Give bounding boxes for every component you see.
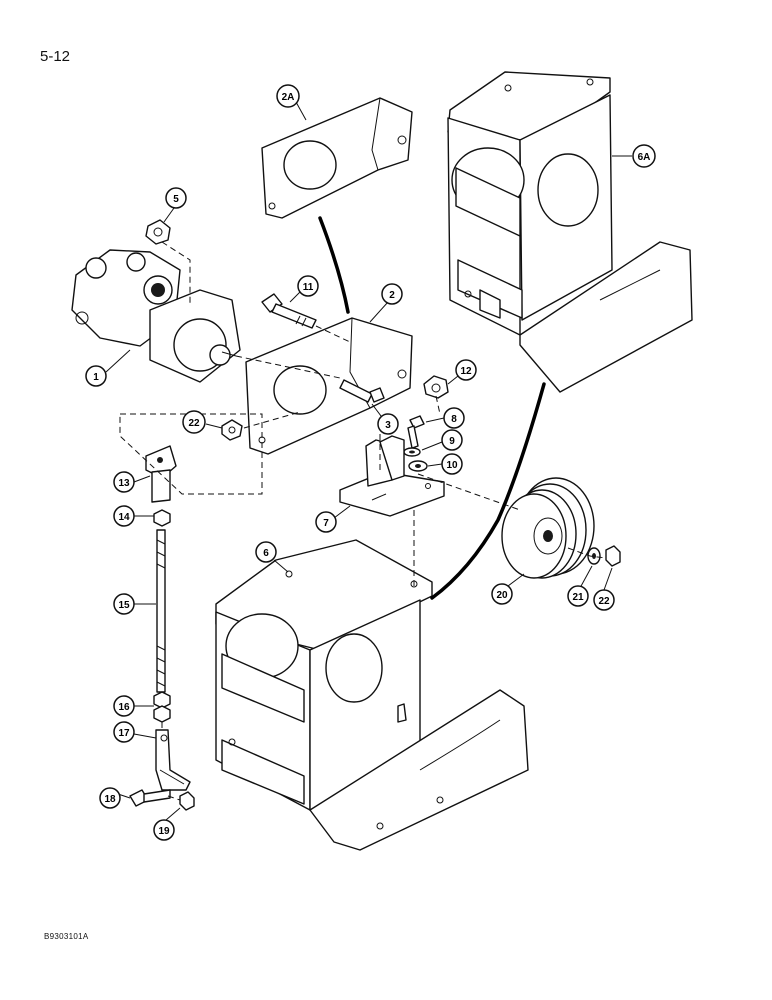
svg-text:22: 22 [598,596,610,607]
nut-5 [145,219,171,245]
svg-text:8: 8 [451,414,457,425]
svg-text:2: 2 [389,290,395,301]
svg-text:6A: 6A [638,152,651,163]
nut-12 [423,375,449,399]
callout-6a: 6A [612,144,656,168]
nut-19 [179,791,195,811]
bolt-11 [261,293,317,329]
callout-20: 20 [491,573,525,605]
callout-17: 17 [113,721,157,743]
callout-13: 13 [113,471,151,493]
svg-text:7: 7 [323,518,329,529]
callout-16: 16 [113,695,154,717]
callout-5: 5 [163,187,187,223]
svg-text:12: 12 [460,366,472,377]
callouts: 1 2 2A 3 5 6 6A 7 8 9 10 11 12 13 14 15 … [85,84,656,841]
bolt-8 [407,415,425,449]
page-number: 5-12 [40,48,71,65]
callout-21: 21 [567,565,593,607]
svg-text:17: 17 [118,728,130,739]
assembly-curves [318,216,546,600]
callout-19: 19 [153,807,181,841]
housing-6 [215,539,529,851]
callout-7: 7 [315,505,351,533]
bolt-18 [129,789,171,807]
nuts-16 [153,691,171,723]
bracket-2 [245,317,413,455]
svg-text:18: 18 [104,794,116,805]
callout-14: 14 [113,505,154,527]
svg-text:6: 6 [263,548,269,559]
nut-14 [153,509,171,527]
svg-text:2A: 2A [282,92,295,103]
svg-text:16: 16 [118,702,130,713]
svg-text:21: 21 [572,592,584,603]
callout-1: 1 [85,349,131,387]
callout-8: 8 [425,407,465,429]
washer-21 [587,547,601,565]
figure-code: B9303101A [44,932,89,941]
callout-9: 9 [421,429,463,451]
callout-18: 18 [99,787,131,809]
svg-text:5: 5 [173,194,179,205]
callout-2: 2 [369,283,403,323]
svg-text:22: 22 [188,418,200,429]
callout-6: 6 [255,541,289,573]
housing-6a [447,71,693,393]
callout-10: 10 [427,453,463,475]
svg-text:11: 11 [303,282,314,293]
svg-text:14: 14 [118,512,130,523]
nut-22-left [221,419,243,441]
svg-text:1: 1 [93,372,99,383]
nut-22-right [605,545,621,567]
callout-2a: 2A [276,84,307,121]
callout-22-left: 22 [182,410,223,434]
tensioner-bracket-7 [339,435,445,517]
svg-text:10: 10 [446,460,458,471]
bolt-3 [339,379,385,403]
threaded-rod-15 [156,529,166,693]
callout-12: 12 [447,359,477,385]
svg-text:13: 13 [118,478,130,489]
svg-text:20: 20 [496,590,508,601]
hydraulic-pump [71,249,241,383]
svg-text:3: 3 [385,420,391,431]
bracket-2a [261,97,413,219]
pulley-20 [501,477,595,579]
svg-text:15: 15 [118,600,130,611]
callout-22-right: 22 [593,567,615,611]
callout-3: 3 [371,403,399,435]
callout-11: 11 [289,275,319,303]
washer-9 [403,447,421,457]
washer-10 [408,460,428,472]
svg-text:19: 19 [158,826,170,837]
clevis-17 [155,729,191,791]
callout-15: 15 [113,593,156,615]
svg-text:9: 9 [449,436,455,447]
